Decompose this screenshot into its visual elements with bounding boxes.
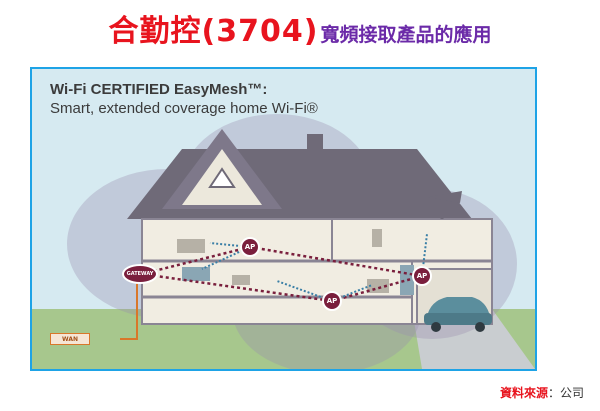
title-sub: 寬頻接取產品的應用 xyxy=(320,24,492,46)
car xyxy=(424,297,492,332)
chimney xyxy=(307,134,323,162)
fridge xyxy=(400,265,414,295)
bed xyxy=(177,239,205,253)
diagram-subtitle: Smart, extended coverage home Wi-Fi® xyxy=(50,100,318,117)
table xyxy=(232,275,250,285)
satellite-dish xyxy=(427,191,462,219)
device-link xyxy=(209,242,251,248)
gateway-node: GATEWAY xyxy=(122,264,158,284)
source-label: 資料來源 xyxy=(499,386,548,400)
page-title: 合勤控(3704)寬頻接取產品的應用 xyxy=(0,6,600,50)
ap-label: AP xyxy=(416,272,428,280)
title-main: 合勤控(3704) xyxy=(108,14,319,49)
mesh-links xyxy=(141,245,423,303)
ap-node-3: AP xyxy=(412,266,432,286)
source-note: 資料來源：公司 xyxy=(500,384,584,401)
gable-window xyxy=(208,167,236,188)
wan-node: WAN xyxy=(50,333,90,345)
link-ap1-ap3 xyxy=(249,245,423,278)
source-separator: ： xyxy=(547,386,560,400)
cabinet xyxy=(372,229,382,247)
tv xyxy=(182,267,210,281)
source-value: 公司 xyxy=(559,386,584,400)
wan-cable xyxy=(120,274,138,340)
device-link xyxy=(331,284,373,302)
ap-node-1: AP xyxy=(240,237,260,257)
wan-label: WAN xyxy=(61,335,78,343)
ap-label: AP xyxy=(244,243,256,251)
gateway-label: GATEWAY xyxy=(126,271,154,277)
diagram-title: Wi-Fi CERTIFIED EasyMesh™: xyxy=(50,81,268,98)
link-gateway-ap1 xyxy=(141,245,251,276)
ap-label: AP xyxy=(326,297,338,305)
easymesh-diagram: GATEWAY AP AP AP WAN Wi-Fi CERTIFIED Eas… xyxy=(30,67,537,371)
ap-node-2: AP xyxy=(322,291,342,311)
device-link xyxy=(421,233,428,277)
link-gateway-ap2 xyxy=(141,272,333,303)
